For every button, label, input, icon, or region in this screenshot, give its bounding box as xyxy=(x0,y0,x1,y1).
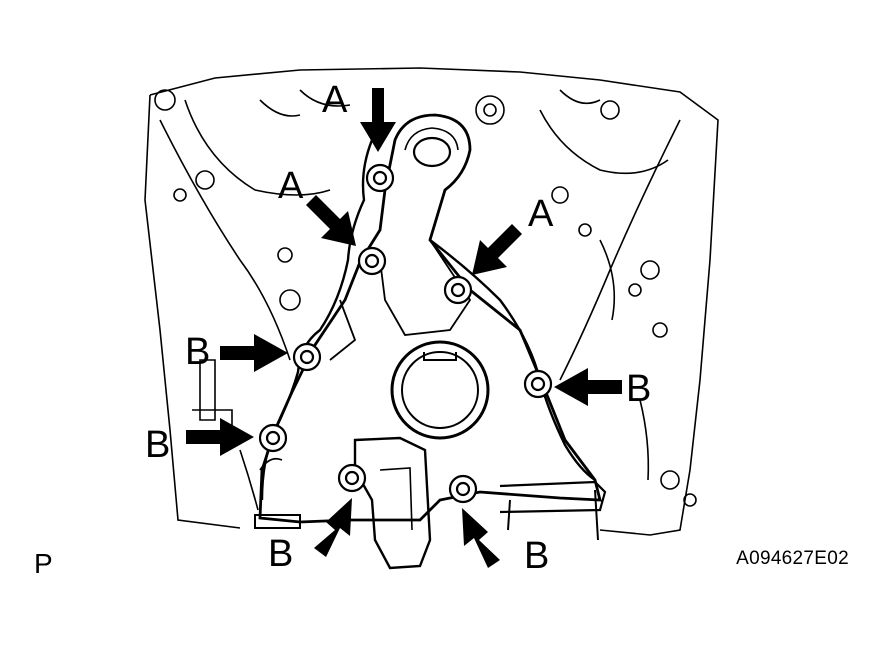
arrow-b-upper-left xyxy=(220,334,288,372)
bolt-b-right xyxy=(523,369,553,399)
engine-block-outline xyxy=(144,67,719,536)
pointer-arrows xyxy=(186,88,622,568)
arrow-b-lower-left xyxy=(186,418,254,456)
figure-id: A094627E02 xyxy=(736,548,849,569)
arrow-a-left xyxy=(306,195,356,246)
callout-a-right: A xyxy=(528,193,554,235)
arrow-b-bottom-center xyxy=(314,498,352,557)
bolt-b-upper-left xyxy=(292,342,322,372)
callout-b-bottom-right: B xyxy=(524,535,549,577)
bolt-a-left xyxy=(357,246,387,276)
callout-b-upper-left: B xyxy=(185,331,210,373)
arrow-b-right xyxy=(554,368,622,406)
bolt-a-top xyxy=(365,163,395,193)
callout-a-left: A xyxy=(278,165,304,207)
arrow-b-bottom-right xyxy=(462,508,500,568)
crankshaft-opening xyxy=(390,340,490,440)
bolt-b-bottom-right xyxy=(448,474,478,504)
pump-boss-hole xyxy=(412,136,452,168)
bolt-b-lower-left xyxy=(258,423,288,453)
bolt-a-right xyxy=(443,275,473,305)
bolt-b-bottom-center xyxy=(337,463,367,493)
arrow-a-top xyxy=(360,88,396,152)
corner-mark: P xyxy=(34,548,53,579)
callout-b-lower-left: B xyxy=(145,424,170,466)
oil-pump-cover xyxy=(254,113,607,570)
callout-b-bottom-center: B xyxy=(268,533,293,575)
callout-b-right: B xyxy=(626,368,651,410)
bolts xyxy=(258,163,553,504)
callout-a-top: A xyxy=(322,79,348,121)
arrow-a-right xyxy=(472,224,522,275)
